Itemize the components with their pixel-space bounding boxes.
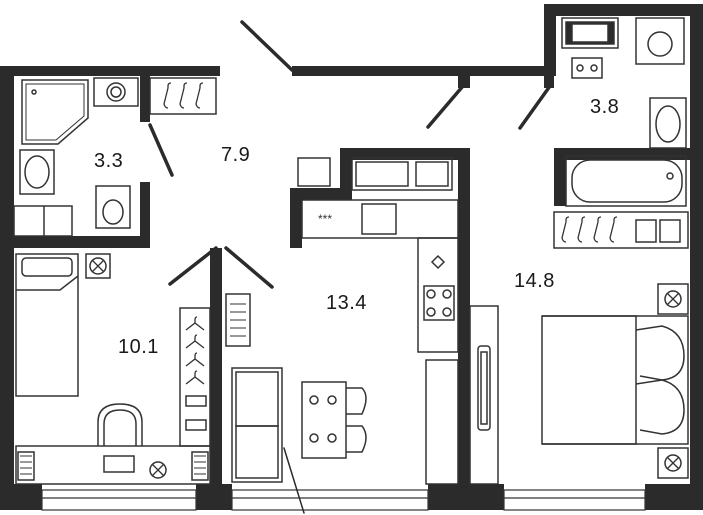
room-area-bathroom-right: 3.8 xyxy=(590,96,620,118)
svg-text:***: *** xyxy=(318,212,332,226)
bedroom-small-furniture xyxy=(15,253,211,485)
walls xyxy=(0,4,703,510)
kitchen-living-furniture: *** xyxy=(225,157,459,485)
room-area-hallway: 7.9 xyxy=(221,144,251,166)
windows xyxy=(41,489,646,511)
bathroom-left-fixtures xyxy=(13,77,139,237)
bedroom-master-furniture xyxy=(469,211,689,485)
hallway-wardrobe xyxy=(149,77,217,115)
room-area-bathroom-left: 3.3 xyxy=(94,150,124,172)
room-area-kitchen-living: 13.4 xyxy=(326,292,367,314)
room-area-bedroom-master: 14.8 xyxy=(514,270,555,292)
bathroom-right-fixtures xyxy=(561,17,687,207)
room-area-bedroom-small: 10.1 xyxy=(118,336,159,358)
doors xyxy=(148,20,552,514)
